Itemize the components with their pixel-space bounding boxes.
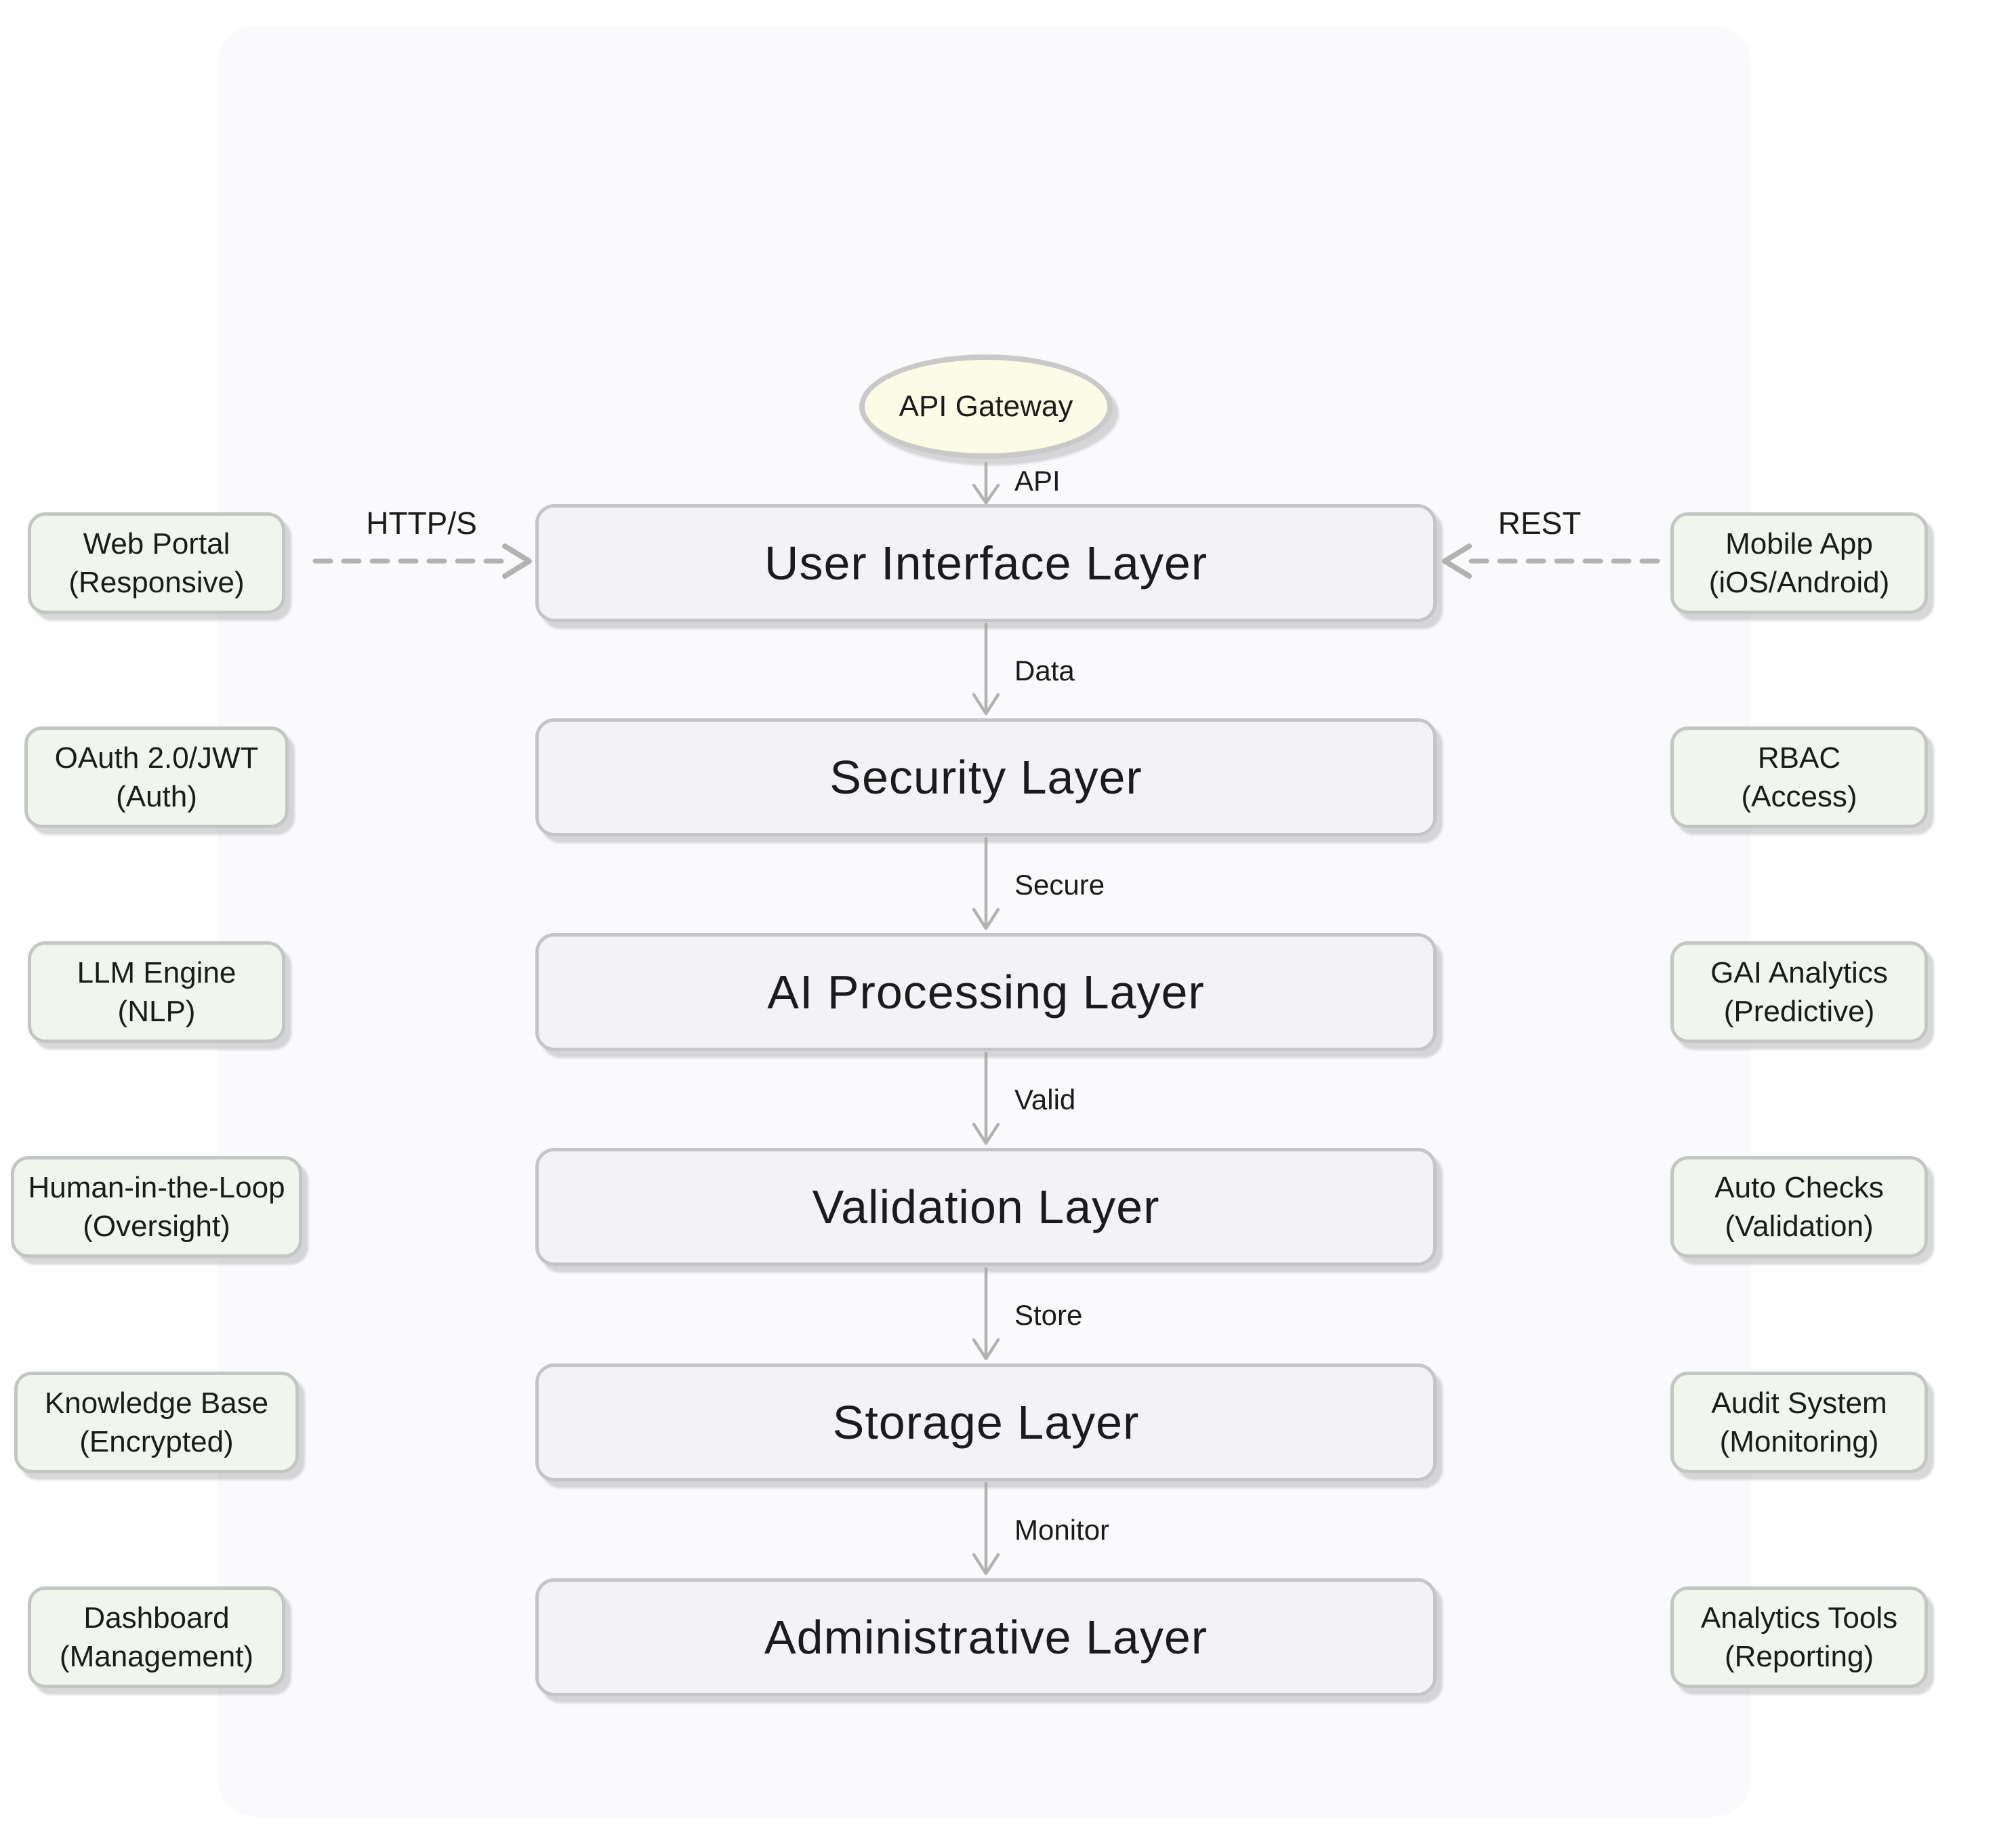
left-box-knowledge-base: Knowledge Base (Encrypted) — [14, 1372, 300, 1473]
side-column: LLM Engine (NLP) — [11, 941, 302, 1043]
right-box-rbac: RBAC (Access) — [1670, 726, 1928, 828]
side-column: Audit System (Monitoring) — [1653, 1372, 1945, 1473]
left-box-title: Dashboard — [83, 1601, 230, 1635]
side-column: RBAC (Access) — [1653, 726, 1945, 828]
left-box-subtitle: (NLP) — [117, 995, 196, 1028]
right-box-subtitle: (Monitoring) — [1719, 1425, 1879, 1458]
flow-label-secure: Secure — [1014, 869, 1105, 901]
side-column: Mobile App (iOS/Android) — [1653, 512, 1945, 614]
layer-title: Storage Layer — [832, 1396, 1140, 1449]
layer-box-validation: Validation Layer — [535, 1148, 1437, 1266]
api-gateway-label: API Gateway — [899, 390, 1073, 423]
right-box-auto-checks: Auto Checks (Validation) — [1670, 1156, 1928, 1258]
flow-label-monitor: Monitor — [1014, 1514, 1110, 1546]
side-column: Human-in-the-Loop (Oversight) — [11, 1156, 302, 1258]
rest-dashed-arrow — [1442, 543, 1660, 579]
layer-title: Administrative Layer — [764, 1611, 1208, 1664]
left-box-title: Knowledge Base — [44, 1386, 269, 1420]
layer-box-storage: Storage Layer — [535, 1363, 1437, 1481]
flow-arrow-monitor — [972, 1481, 1000, 1576]
left-box-human-in-the-loop: Human-in-the-Loop (Oversight) — [11, 1156, 302, 1258]
side-column: Dashboard (Management) — [11, 1586, 302, 1688]
right-box-title: GAI Analytics — [1710, 956, 1888, 989]
side-column: Auto Checks (Validation) — [1653, 1156, 1945, 1258]
layer-title: User Interface Layer — [764, 537, 1208, 590]
right-box-subtitle: (Reporting) — [1724, 1640, 1874, 1673]
right-box-title: Audit System — [1711, 1386, 1887, 1420]
right-box-subtitle: (Predictive) — [1723, 995, 1875, 1028]
side-column: Knowledge Base (Encrypted) — [11, 1372, 302, 1473]
layer-title: Validation Layer — [812, 1180, 1160, 1233]
layer-title: AI Processing Layer — [767, 966, 1205, 1019]
left-box-web-portal: Web Portal (Responsive) — [28, 512, 285, 614]
right-box-subtitle: (iOS/Android) — [1708, 566, 1890, 599]
side-column: Analytics Tools (Reporting) — [1653, 1586, 1945, 1688]
http-arrow-label: HTTP/S — [366, 506, 477, 541]
http-dashed-arrow — [312, 543, 532, 579]
rest-arrow-label: REST — [1498, 506, 1582, 541]
layer-title: Security Layer — [829, 751, 1143, 804]
right-box-title: Auto Checks — [1714, 1170, 1884, 1204]
api-gateway-node: API Gateway — [859, 354, 1113, 459]
right-box-title: Analytics Tools — [1700, 1601, 1898, 1635]
layer-box-security: Security Layer — [535, 718, 1437, 836]
flow-arrow-store — [972, 1267, 1000, 1361]
flow-arrow-data — [972, 622, 1000, 716]
flow-label-store: Store — [1014, 1299, 1083, 1331]
right-box-gai-analytics: GAI Analytics (Predictive) — [1670, 941, 1928, 1043]
background-panel — [218, 26, 1751, 1817]
left-box-subtitle: (Management) — [59, 1640, 254, 1673]
flow-arrow-api — [972, 461, 1000, 505]
left-box-llm-engine: LLM Engine (NLP) — [28, 941, 285, 1043]
right-box-title: Mobile App — [1725, 527, 1873, 560]
layer-box-user-interface: User Interface Layer — [535, 504, 1437, 622]
right-box-mobile-app: Mobile App (iOS/Android) — [1670, 512, 1928, 614]
right-box-audit-system: Audit System (Monitoring) — [1670, 1372, 1928, 1473]
left-box-title: Human-in-the-Loop — [28, 1170, 285, 1204]
right-box-analytics-tools: Analytics Tools (Reporting) — [1670, 1586, 1929, 1688]
layer-box-administrative: Administrative Layer — [535, 1578, 1437, 1696]
side-column: GAI Analytics (Predictive) — [1653, 941, 1945, 1043]
left-box-title: OAuth 2.0/JWT — [54, 741, 259, 775]
side-column: Web Portal (Responsive) — [11, 512, 302, 614]
left-box-title: LLM Engine — [77, 956, 236, 989]
left-box-subtitle: (Oversight) — [83, 1210, 230, 1243]
left-box-subtitle: (Responsive) — [68, 566, 245, 599]
left-box-subtitle: (Auth) — [116, 780, 197, 813]
flow-arrow-secure — [972, 836, 1000, 930]
left-box-title: Web Portal — [83, 527, 230, 560]
layer-box-ai-processing: AI Processing Layer — [535, 933, 1437, 1051]
side-column: OAuth 2.0/JWT (Auth) — [11, 726, 302, 828]
left-box-subtitle: (Encrypted) — [79, 1425, 234, 1458]
left-box-dashboard: Dashboard (Management) — [28, 1586, 285, 1688]
right-box-subtitle: (Validation) — [1725, 1210, 1874, 1243]
left-box-oauth: OAuth 2.0/JWT (Auth) — [24, 726, 289, 828]
flow-arrow-valid — [972, 1051, 1000, 1145]
flow-label-api: API — [1014, 465, 1061, 497]
right-box-title: RBAC — [1757, 741, 1841, 775]
flow-label-data: Data — [1014, 655, 1075, 686]
right-box-subtitle: (Access) — [1741, 780, 1857, 813]
flow-label-valid: Valid — [1014, 1084, 1076, 1115]
